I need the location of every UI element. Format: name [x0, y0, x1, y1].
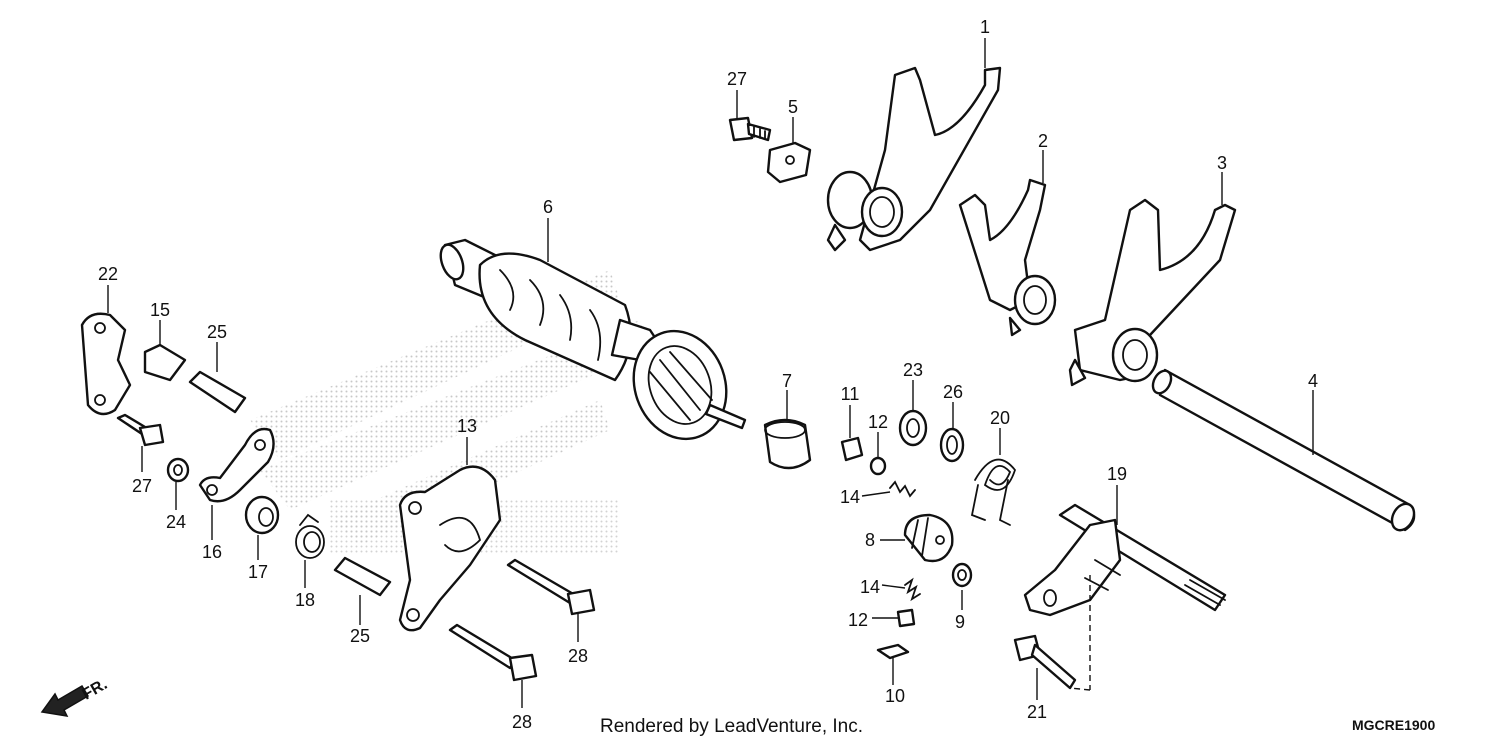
- callout-13: 13: [457, 416, 477, 436]
- bolt-27-top[interactable]: [728, 116, 772, 142]
- credit-text: Rendered by LeadVenture, Inc.: [600, 716, 863, 737]
- bolt-28-lower[interactable]: [448, 623, 538, 682]
- callout-19: 19: [1107, 464, 1127, 484]
- callout-25-bottom: 25: [350, 626, 370, 646]
- return-spring-20[interactable]: [970, 458, 1017, 526]
- callout-12-bottom: 12: [848, 610, 868, 630]
- collar-9[interactable]: [951, 562, 973, 588]
- callout-5: 5: [788, 97, 798, 117]
- shift-fork-2[interactable]: [958, 178, 1057, 337]
- callout-27-top: 27: [727, 69, 747, 89]
- callout-8: 8: [865, 530, 875, 550]
- callout-3: 3: [1217, 153, 1227, 173]
- front-arrow-icon: [40, 684, 90, 717]
- callout-1: 1: [980, 17, 990, 37]
- callout-14-top: 14: [840, 487, 860, 507]
- callout-22: 22: [98, 264, 118, 284]
- bearing[interactable]: [763, 418, 812, 470]
- front-direction-indicator: FR.: [40, 676, 111, 717]
- callout-23: 23: [903, 360, 923, 380]
- callout-28-left: 28: [512, 712, 532, 732]
- gearshift-spindle-19[interactable]: [1023, 503, 1227, 617]
- roller-12-bottom[interactable]: [896, 608, 916, 628]
- callout-labels: 1 2 3 4 5 6 7 8 9 10 11 12 12 13 14 14 1…: [98, 17, 1318, 732]
- spring-14-bottom[interactable]: [904, 577, 921, 602]
- callout-10: 10: [885, 686, 905, 706]
- callout-15: 15: [150, 300, 170, 320]
- circlip-26[interactable]: [939, 427, 965, 463]
- callout-16: 16: [202, 542, 222, 562]
- link-arm-16[interactable]: [198, 427, 275, 503]
- spring-14-top[interactable]: [889, 480, 916, 498]
- dowel-25-top[interactable]: [188, 370, 247, 414]
- washer-23[interactable]: [898, 409, 928, 447]
- diagram-code: MGCRE1900: [1352, 717, 1435, 733]
- bolt-21[interactable]: [1013, 634, 1077, 690]
- plate-13[interactable]: [398, 465, 502, 632]
- fork-shaft[interactable]: [1149, 368, 1418, 534]
- shift-fork-3[interactable]: [1068, 198, 1237, 387]
- bolt-27-bottom[interactable]: [116, 413, 165, 447]
- callout-4: 4: [1308, 371, 1318, 391]
- shift-fork-1[interactable]: [826, 66, 1002, 252]
- callout-14-bottom: 14: [860, 577, 880, 597]
- callout-7: 7: [782, 371, 792, 391]
- callout-2: 2: [1038, 131, 1048, 151]
- shift-drum[interactable]: [436, 238, 747, 452]
- callout-21: 21: [1027, 702, 1047, 722]
- callout-6: 6: [543, 197, 553, 217]
- callout-12-top: 12: [868, 412, 888, 432]
- drum-center-8[interactable]: [903, 513, 954, 563]
- callout-20: 20: [990, 408, 1010, 428]
- callout-28-right: 28: [568, 646, 588, 666]
- dowel-25-bottom[interactable]: [333, 556, 392, 597]
- collar-17[interactable]: [244, 495, 280, 535]
- spring-18[interactable]: [295, 513, 325, 559]
- stopper-plate[interactable]: [766, 141, 812, 184]
- callout-25-top: 25: [207, 322, 227, 342]
- collar-11[interactable]: [840, 436, 864, 462]
- callout-24: 24: [166, 512, 186, 532]
- callout-18: 18: [295, 590, 315, 610]
- callout-26: 26: [943, 382, 963, 402]
- washer-24[interactable]: [166, 457, 190, 483]
- collar-15[interactable]: [143, 343, 187, 382]
- roller-12-top[interactable]: [869, 456, 887, 476]
- leader-lines: [107, 38, 1314, 708]
- front-label: FR.: [80, 676, 111, 704]
- callout-9: 9: [955, 612, 965, 632]
- callout-11: 11: [841, 384, 860, 404]
- arm-plate-22[interactable]: [80, 312, 132, 416]
- callout-27-bottom: 27: [132, 476, 152, 496]
- bolt-28-upper[interactable]: [506, 558, 596, 616]
- callout-17: 17: [248, 562, 268, 582]
- key-10[interactable]: [876, 643, 910, 660]
